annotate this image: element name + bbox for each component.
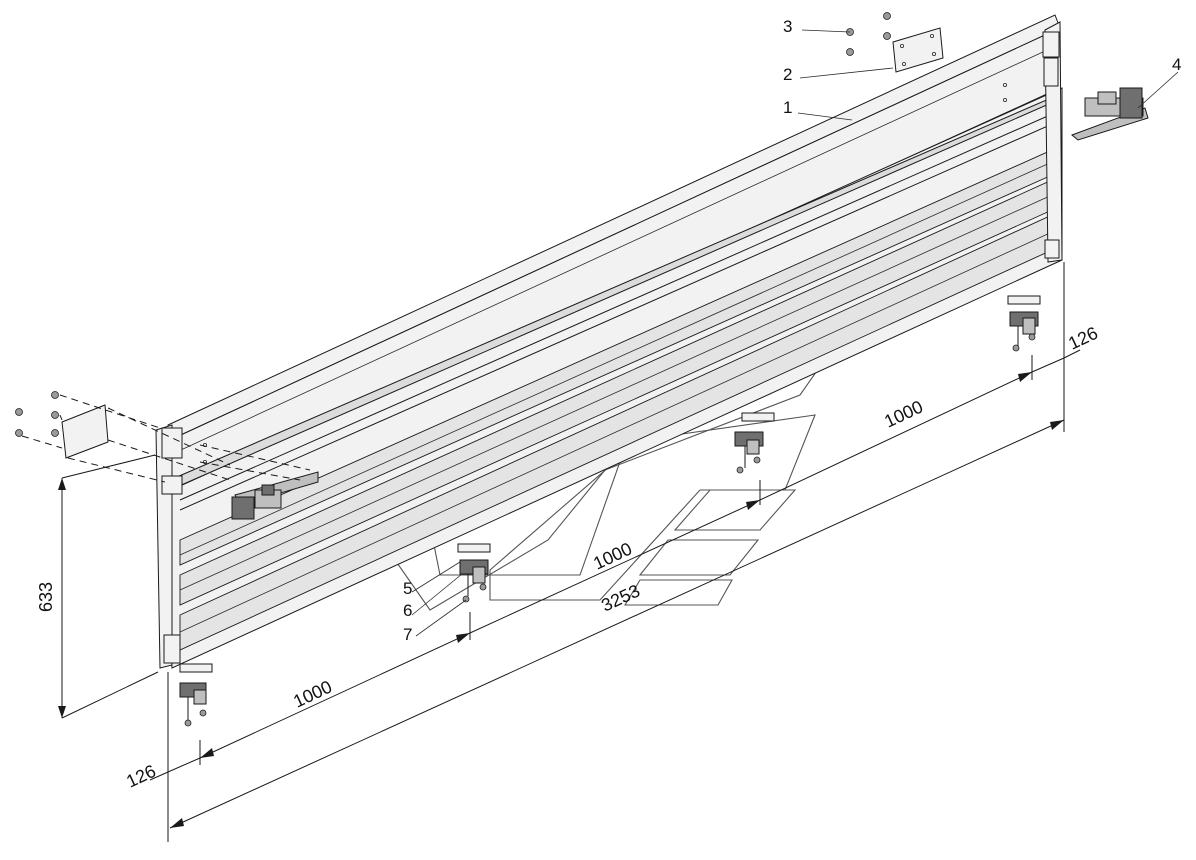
hinge-left — [179, 663, 213, 727]
callout-5: 5 — [403, 579, 412, 598]
dimension-lines — [58, 262, 1081, 842]
dimension-126-right: 126 — [1065, 323, 1101, 354]
side-board-panel — [155, 14, 1063, 669]
nuts-part-3 — [846, 12, 891, 56]
dimension-1000-right: 1000 — [881, 397, 926, 432]
lock-part-4 — [1071, 87, 1149, 141]
callout-6: 6 — [403, 601, 412, 620]
callout-2: 2 — [783, 65, 792, 84]
callout-1: 1 — [783, 98, 792, 117]
dimension-126-left: 126 — [123, 761, 159, 792]
dimension-633: 633 — [36, 582, 56, 612]
callout-4: 4 — [1172, 55, 1181, 74]
dimension-3253: 3253 — [598, 581, 643, 616]
hinge-right — [1007, 295, 1041, 352]
callout-7: 7 — [403, 625, 412, 644]
callout-labels: 3 2 1 4 5 6 7 — [403, 17, 1181, 644]
left-plate-assembly — [15, 391, 311, 483]
callout-3: 3 — [783, 17, 792, 36]
callout-leaders — [411, 29, 1179, 637]
board-lock-left — [231, 471, 319, 520]
hinge-middle-right — [734, 412, 775, 474]
plate-part-2 — [892, 27, 944, 73]
hinge-middle-left — [457, 543, 491, 603]
